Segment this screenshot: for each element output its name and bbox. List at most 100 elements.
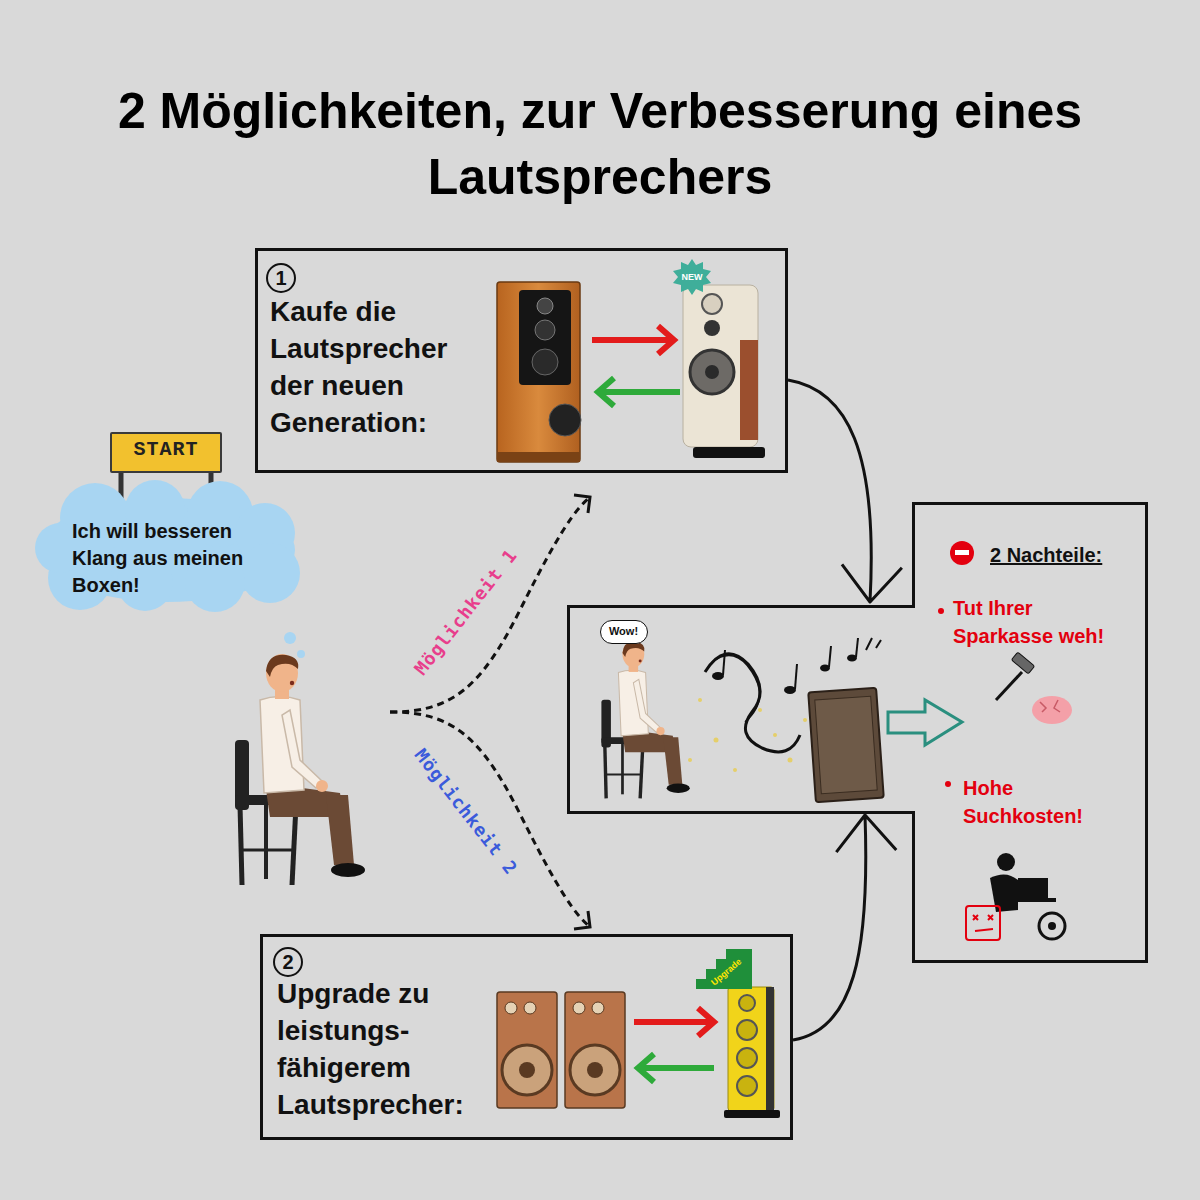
drawback-text: Hohe Suchkosten! [963, 774, 1113, 830]
choice-arrows [390, 712, 590, 927]
old-speaker [497, 282, 580, 462]
hammer-piggy-icon [1011, 652, 1034, 674]
choice-arrows [574, 495, 590, 513]
speaker-in-result [808, 688, 884, 802]
upgrade-stair-shape [696, 949, 752, 989]
sound-waves [829, 646, 831, 667]
yellow-tower-speaker [766, 987, 774, 1111]
minus-icon [955, 550, 969, 555]
old-speakers-2 [587, 1062, 603, 1078]
sound-waves [795, 664, 797, 689]
old-speakers-2 [565, 992, 625, 1108]
sound-waves [803, 718, 807, 722]
new-speaker [683, 285, 765, 458]
sound-waves [688, 758, 692, 762]
sound-waves [705, 654, 800, 752]
sound-waves [788, 758, 793, 763]
new-speaker [690, 350, 734, 394]
listener [601, 641, 689, 798]
old-speakers-2 [519, 1062, 535, 1078]
result-outline [567, 502, 1148, 963]
desk-worker-icon [1048, 922, 1056, 930]
flow-arrow [793, 815, 896, 1040]
new-speaker [693, 447, 765, 458]
hammer-piggy-icon [996, 652, 1072, 724]
thought-dots [284, 632, 296, 644]
swap-arrows-1 [592, 326, 680, 406]
old-speakers-2 [497, 992, 557, 1108]
outline-arrow [888, 700, 962, 745]
thought-cloud: Ich will besseren Klang aus meinen Boxen… [35, 478, 300, 613]
start-sign: START [110, 432, 222, 473]
thought-text: Ich will besseren Klang aus meinen Boxen… [72, 518, 287, 599]
hammer-piggy-icon [1040, 700, 1060, 712]
cloud-shape [35, 480, 300, 612]
old-speaker [532, 349, 558, 375]
old-speaker [537, 298, 553, 314]
badge-text: NEW [671, 271, 713, 283]
yellow-tower-speaker [737, 1048, 757, 1068]
yellow-tower-speaker [737, 1076, 757, 1096]
old-speaker [535, 320, 555, 340]
minus-icon [950, 541, 974, 565]
new-speaker [705, 365, 719, 379]
option-text: Upgrade zu leistungs- fähigerem Lautspre… [277, 975, 507, 1123]
sound-waves [856, 638, 858, 657]
new-speaker [740, 340, 758, 440]
new-speaker [702, 294, 722, 314]
swap-arrows-1 [598, 378, 680, 406]
bullets [945, 781, 951, 787]
swap-arrows-2 [634, 1008, 714, 1036]
result-box: 2 Nachteile: Tut Ihrer Sparkasse weh! Hohe… [567, 502, 1148, 963]
new-speaker [683, 285, 758, 447]
old-speaker [519, 290, 571, 385]
option-text: Kaufe die Lautsprecher der neuen Generat… [270, 293, 495, 441]
thought-dots [284, 632, 305, 658]
choice-arrows [390, 497, 590, 712]
flow-arrow [788, 380, 902, 602]
option-box: 2Upgrade zu leistungs- fähigerem Lautspr… [260, 934, 793, 1140]
title: 2 Möglichkeiten, zur Verbesserung eines … [60, 78, 1140, 210]
sound-waves [714, 738, 719, 743]
old-speakers-2 [524, 1002, 536, 1014]
callout-number: 2 [273, 947, 303, 977]
yellow-tower-speaker [724, 1110, 780, 1118]
old-speaker [497, 282, 581, 462]
swap-arrows-1 [592, 326, 674, 354]
old-speakers-2 [573, 1002, 585, 1014]
result-outline [569, 504, 1147, 962]
main-person [235, 654, 365, 885]
drawback-text: Tut Ihrer Sparkasse weh! [953, 594, 1138, 650]
option-label: Möglichkeit 1 [410, 545, 522, 680]
sound-waves [723, 650, 725, 675]
sound-waves [773, 733, 777, 737]
exclamation: Wow! [601, 624, 646, 638]
desk-worker-icon [966, 906, 1000, 940]
drawbacks-heading: 2 Nachteile: [990, 542, 1102, 568]
yellow-tower-speaker [728, 987, 774, 1111]
bullets [938, 608, 951, 787]
sound-waves [733, 768, 737, 772]
desk-worker-icon [1012, 898, 1056, 902]
old-speaker [549, 404, 581, 436]
speech-bubble: Wow! [600, 620, 648, 644]
new-speaker [704, 320, 720, 336]
cloud-shape [240, 543, 300, 603]
option-label: Möglichkeit 2 [410, 745, 522, 880]
old-speakers-2 [497, 992, 625, 1108]
swap-arrows-2 [634, 1008, 714, 1082]
speaker-in-result [815, 696, 877, 794]
minus-icon [950, 541, 974, 565]
thought-dots [297, 650, 305, 658]
sound-waves [866, 638, 881, 650]
old-speakers-2 [592, 1002, 604, 1014]
desk-worker-icon [973, 915, 993, 931]
sign-text: START [112, 434, 220, 465]
yellow-tower-speaker [739, 995, 755, 1011]
desk-worker-icon [997, 853, 1015, 871]
option-box: 1Kaufe die Lautsprecher der neuen Genera… [255, 248, 788, 473]
speaker-in-result [808, 688, 884, 802]
sound-waves [698, 698, 702, 702]
